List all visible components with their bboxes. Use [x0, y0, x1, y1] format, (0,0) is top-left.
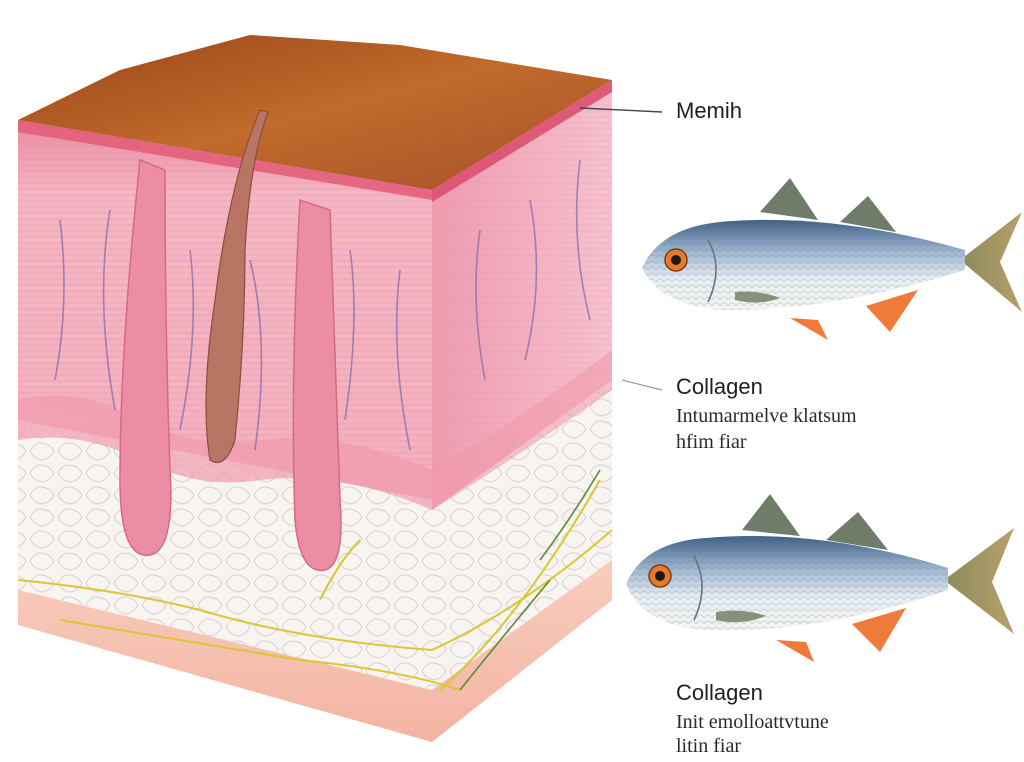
pelvic-fin	[790, 318, 828, 340]
label-bottom-title: Collagen	[676, 680, 763, 705]
gill-line	[707, 239, 717, 303]
anal-fin	[866, 290, 918, 332]
hair-follicles	[119, 109, 342, 572]
epidermis-top	[18, 35, 612, 190]
blood-vessels	[54, 159, 591, 451]
leader-line-top	[579, 107, 663, 113]
pelvic-fin	[776, 640, 814, 662]
base-layer	[18, 560, 612, 742]
dorsal-fin-2	[840, 196, 896, 232]
follicle-left	[119, 158, 172, 556]
anal-fin	[852, 608, 906, 652]
skin-cross-section	[17, 35, 613, 742]
label-top: Memih	[676, 98, 743, 123]
dorsal-fin-1	[742, 494, 800, 536]
label-middle-title: Collagen	[676, 374, 763, 399]
fish-bottom	[626, 494, 1014, 662]
follicle-right	[292, 198, 342, 572]
tail-fin	[960, 212, 1022, 312]
hair-shaft	[205, 109, 269, 464]
skin-side-fat	[432, 380, 612, 742]
dorsal-fin-1	[760, 178, 818, 220]
dorsal-fin-2	[826, 512, 888, 550]
fish-top	[642, 178, 1022, 340]
gill-line	[693, 555, 703, 621]
label-middle-line2: hfim fiar	[676, 431, 747, 453]
tail-fin	[944, 528, 1014, 634]
nerve-fibers	[17, 479, 613, 691]
leader-line-middle	[621, 379, 663, 391]
label-bottom-line2: litin fiar	[676, 735, 741, 757]
label-bottom-line1: Init emolloattvtune	[676, 711, 829, 733]
pectoral-fin	[716, 610, 766, 623]
label-middle-line1: Intumarmelve klatsum	[676, 405, 857, 427]
pectoral-fin	[735, 291, 780, 303]
